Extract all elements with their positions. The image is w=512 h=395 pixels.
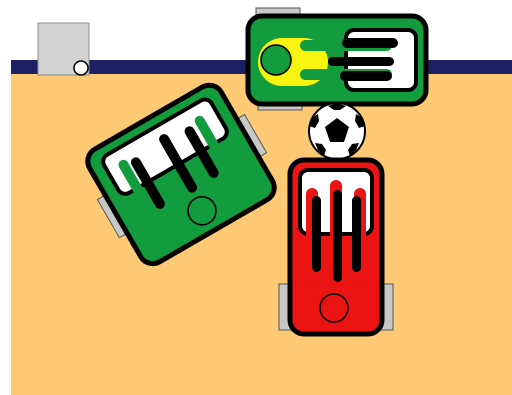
robot-marker-circle — [320, 294, 348, 322]
soccer-ball-icon — [309, 103, 365, 159]
goal-marker-circle — [74, 61, 88, 75]
robot-red — [279, 160, 393, 334]
robot-marker-circle — [261, 45, 291, 75]
goal-box — [38, 23, 89, 75]
robot-green-top — [248, 8, 426, 110]
